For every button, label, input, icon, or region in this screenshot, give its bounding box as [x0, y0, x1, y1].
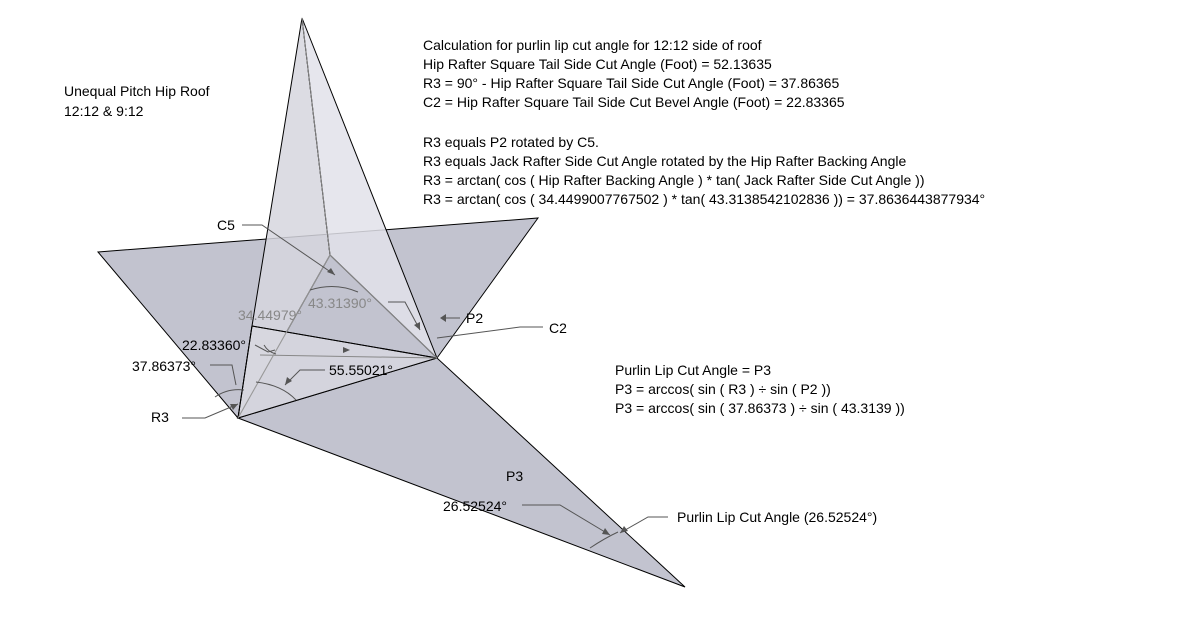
c2-leader [436, 326, 543, 339]
edge-1 [301, 17, 331, 256]
calc-line: R3 = arctan( cos ( Hip Rafter Backing An… [423, 172, 925, 188]
arrow-jack [414, 322, 420, 330]
calc-line: P3 = arccos( sin ( 37.86373 ) ÷ sin ( 43… [615, 400, 905, 416]
edge-2 [329, 254, 438, 359]
calc-block-1: Calculation for purlin lip cut angle for… [423, 37, 985, 207]
p3-dim-leader [522, 504, 611, 536]
jack-leader [388, 301, 421, 331]
calc-line: P3 = arccos( sin ( R3 ) ÷ sin ( P2 )) [615, 381, 831, 397]
calc-block-2: Purlin Lip Cut Angle = P3 P3 = arccos( s… [615, 362, 905, 416]
edge-4 [237, 325, 253, 419]
dim-r3-angle: 37.86373° [132, 358, 196, 374]
edge-3 [251, 325, 438, 359]
label-r3: R3 [151, 409, 169, 425]
calc-line: C2 = Hip Rafter Square Tail Side Cut Bev… [423, 94, 845, 110]
edge-5 [259, 354, 438, 359]
calc-line: R3 = arctan( cos ( 34.4499007767502 ) * … [423, 191, 985, 207]
calc-line: R3 equals P2 rotated by C5. [423, 134, 599, 150]
calc-line: R3 = 90° - Hip Rafter Square Tail Side C… [423, 75, 839, 91]
arc-bevel [263, 344, 277, 355]
dim-bevel: 22.83360° [182, 337, 246, 353]
arc-p3 [589, 531, 619, 549]
arrow-bevel [343, 347, 350, 353]
label-c2: C2 [549, 320, 567, 336]
arrow-p3 [602, 528, 610, 535]
dim-backing: 34.44979° [238, 307, 302, 323]
c5-leader [242, 224, 336, 276]
label-p3: P3 [506, 468, 523, 484]
edge-6 [237, 254, 331, 419]
dim-p3-angle: 26.52524° [443, 498, 507, 514]
calc-line: R3 equals Jack Rafter Side Cut Angle rot… [423, 153, 906, 169]
arc-r3 [214, 389, 245, 398]
arc-mid [255, 381, 297, 401]
bevel-leader [254, 344, 276, 353]
arrow-mid [285, 377, 292, 385]
calc-line: Calculation for purlin lip cut angle for… [423, 37, 762, 53]
r3-angle-leader [210, 364, 237, 386]
label-purlin-lip: Purlin Lip Cut Angle (26.52524°) [677, 509, 877, 525]
r3-leader [182, 403, 239, 419]
dim-mid: 55.55021° [329, 362, 393, 378]
calc-line: Purlin Lip Cut Angle = P3 [615, 362, 771, 378]
arrow-p2 [440, 314, 446, 322]
arrow-r3 [230, 404, 238, 410]
label-c5: C5 [217, 217, 235, 233]
calc-line: Hip Rafter Square Tail Side Cut Angle (F… [423, 56, 772, 72]
label-p2: P2 [466, 310, 483, 326]
arrow-purlin [620, 526, 628, 533]
arrow-c5 [327, 268, 335, 275]
dim-jack: 43.31390° [308, 295, 372, 311]
arc-jack [309, 286, 359, 293]
roof-title-line-1: Unequal Pitch Hip Roof [64, 83, 210, 99]
roof-title-line-2: 12:12 & 9:12 [64, 103, 144, 119]
purlin-lip-leader [619, 516, 668, 534]
